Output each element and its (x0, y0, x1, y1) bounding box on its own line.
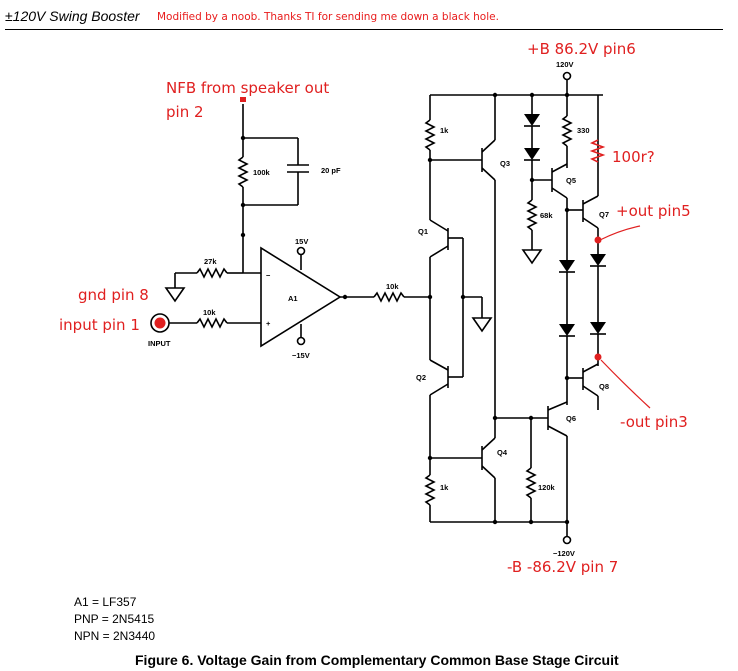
label-68k: 68k (540, 211, 553, 220)
label-q8: Q8 (599, 382, 609, 391)
annotation-minus-b: -B -86.2V pin 7 (507, 558, 618, 576)
label-noninv-input: + (266, 319, 271, 328)
modification-note: Modified by a noob. Thanks TI for sendin… (157, 11, 499, 23)
resistor-10k-input (196, 317, 228, 329)
bias-chain: 68k 120k (521, 95, 556, 522)
label-100k: 100k (253, 168, 271, 177)
resistor-1k-bottom (424, 474, 436, 506)
label-27k: 27k (204, 257, 217, 266)
title-rule (5, 29, 723, 30)
negative-rail: −120V (430, 519, 575, 558)
left-column: 1k Q1 Q2 1k (416, 95, 493, 522)
label-q7: Q7 (599, 210, 609, 219)
label-q3: Q3 (500, 159, 510, 168)
q3-q4-column: Q3 Q4 (481, 95, 548, 522)
resistor-1k-top (424, 119, 436, 151)
annotation-nfb: NFB from speaker out (166, 79, 329, 97)
label-q2: Q2 (416, 373, 426, 382)
part-notes: A1 = LF357 PNP = 2N5415 NPN = 2N3440 (74, 595, 155, 643)
label-minus120v: −120V (553, 549, 575, 558)
label-inv-input: − (266, 271, 271, 280)
noninverting-input-path: INPUT 10k (148, 308, 261, 348)
annotation-out-plus: +out pin5 (616, 202, 691, 220)
resistor-100k (237, 156, 249, 188)
circuit-title: ±120V Swing Booster (5, 8, 140, 24)
label-plus120v: 120V (556, 60, 574, 69)
label-1k-bottom: 1k (440, 483, 449, 492)
note-pnp: PNP = 2N5415 (74, 612, 154, 626)
annotation-100r: 100r? (612, 148, 655, 166)
input-pin-marker (154, 317, 166, 329)
label-330: 330 (577, 126, 590, 135)
header: ±120V Swing Booster Modified by a noob. … (0, 0, 738, 34)
note-a1: A1 = LF357 (74, 595, 137, 609)
annotation-nfb-pin: pin 2 (166, 103, 204, 121)
annotation-out-minus: -out pin3 (620, 413, 688, 431)
label-q1: Q1 (418, 227, 428, 236)
label-10k-out: 10k (386, 282, 399, 291)
resistor-27k (196, 267, 228, 279)
out-plus-marker (594, 236, 602, 244)
nfb-pin-marker (240, 97, 246, 102)
opamp-output-path: 10k (340, 282, 433, 303)
resistor-330 (561, 115, 573, 147)
annotation-input: input pin 1 (59, 316, 140, 334)
figure-caption: Figure 6. Voltage Gain from Complementar… (135, 652, 619, 668)
label-minus15v: −15V (292, 351, 310, 360)
arrow-out-plus (599, 225, 641, 241)
nfb-network: 100k 20 pF (237, 97, 341, 273)
resistor-120k (525, 467, 537, 499)
label-input-jack: INPUT (148, 339, 171, 348)
label-q4: Q4 (497, 448, 508, 457)
annotation-gnd: gnd pin 8 (78, 286, 149, 304)
arrow-out-minus (600, 359, 651, 409)
resistor-100r-added (589, 139, 606, 163)
annotations: +B 86.2V pin6 NFB from speaker out pin 2… (59, 40, 691, 576)
label-a1: A1 (288, 294, 298, 303)
positive-rail: 120V (430, 60, 603, 98)
inverting-input-path: 27k (164, 257, 261, 303)
label-120k: 120k (538, 483, 556, 492)
label-10k-in: 10k (203, 308, 216, 317)
label-1k-top: 1k (440, 126, 449, 135)
label-q6: Q6 (566, 414, 576, 423)
output-stage: 330 Q5 Q7 Q8 (547, 95, 609, 522)
resistor-68k (526, 199, 538, 231)
label-20pf: 20 pF (321, 166, 341, 175)
annotation-plus-b: +B 86.2V pin6 (527, 40, 636, 58)
note-npn: NPN = 2N3440 (74, 629, 155, 643)
out-minus-marker (594, 353, 602, 361)
opamp-a1: A1 − + 15V −15V (260, 237, 342, 360)
label-plus15v: 15V (295, 237, 308, 246)
label-q5: Q5 (566, 176, 576, 185)
resistor-10k-output (373, 291, 405, 303)
